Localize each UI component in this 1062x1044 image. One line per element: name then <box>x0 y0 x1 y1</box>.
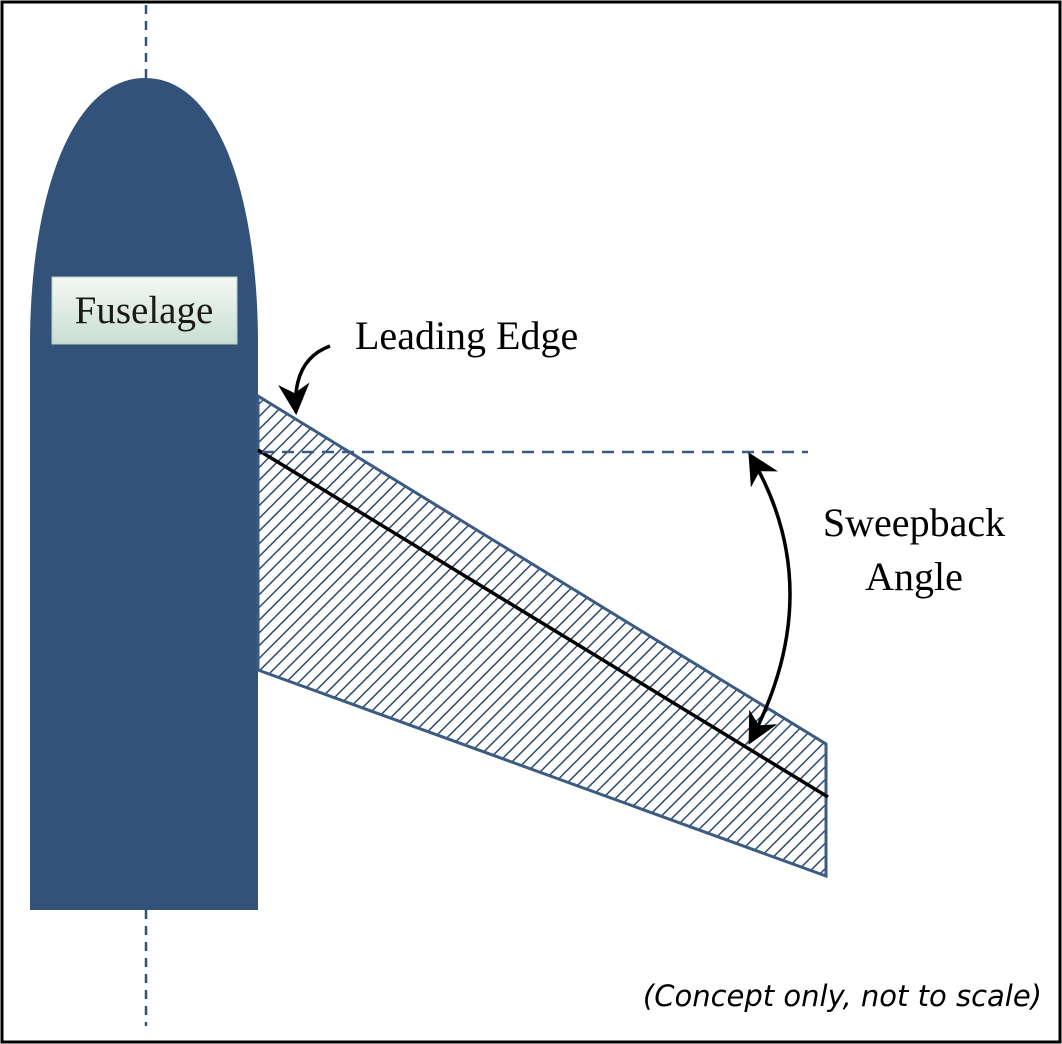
sweepback-angle-arc <box>748 452 792 745</box>
leading-edge-label: Leading Edge <box>355 313 578 358</box>
fuselage-label: Fuselage <box>75 289 214 332</box>
scale-note: (Concept only, not to scale) <box>643 979 1042 1013</box>
swept-wing <box>256 393 828 879</box>
sweepback-angle-label-line2: Angle <box>865 554 963 599</box>
leading-edge-arrow <box>278 344 331 416</box>
fuselage-label-box: Fuselage <box>51 276 238 345</box>
sweepback-angle-label-line1: Sweepback <box>823 500 1005 545</box>
fuselage-body <box>30 78 258 910</box>
wing-reference-line <box>257 448 829 799</box>
